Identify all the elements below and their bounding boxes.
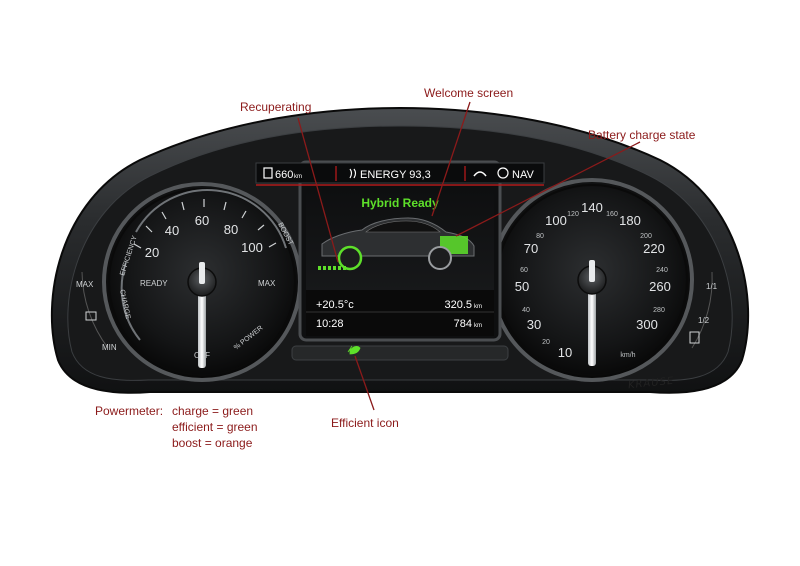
- clock-time: 10:28: [316, 318, 344, 330]
- speed-minor-20: 20: [542, 339, 550, 346]
- fuel-label-half: 1/2: [698, 316, 710, 325]
- speed-minor-120: 120: [567, 211, 579, 218]
- speed-tick-220: 220: [643, 241, 665, 256]
- speed-minor-40: 40: [522, 307, 530, 314]
- left-aux-scale: MAX MIN: [76, 271, 117, 352]
- phone-icon: [473, 171, 487, 177]
- nav-label: NAV: [512, 169, 534, 181]
- rear-wheel: [428, 246, 452, 270]
- range-unit: km: [294, 174, 302, 180]
- powermeter-line-efficient: efficient = green: [172, 420, 258, 434]
- power-gauge: 20 40 60 80 100 READY MAX OFF % POWER BO…: [102, 182, 302, 382]
- fuel-scale: 1/1 1/2: [689, 271, 718, 349]
- callout-recuperating: Recuperating: [240, 100, 312, 114]
- leader-welcome-screen: [431, 101, 471, 217]
- energy-icon: [349, 168, 357, 179]
- power-tick-60: 60: [195, 213, 209, 228]
- power-gauge-ticks: [133, 199, 277, 249]
- efficient-leaf-icon: [347, 345, 361, 355]
- leader-efficient-icon: [354, 355, 375, 411]
- speed-unit: km/h: [620, 352, 635, 359]
- speedometer-needle-stub: [589, 260, 595, 282]
- fuel-range-icon: [263, 167, 273, 179]
- center-display: 660 km ENERGY 93,3 NAV Hybrid Ready +20.…: [255, 160, 545, 361]
- speed-minor-80: 80: [536, 233, 544, 240]
- callout-welcome-screen: Welcome screen: [424, 86, 514, 100]
- front-wheel: [337, 245, 363, 271]
- speed-tick-180: 180: [619, 213, 641, 228]
- speed-minor-280: 280: [653, 307, 665, 314]
- leader-recuperating: [297, 117, 339, 263]
- speed-minor-160: 160: [606, 211, 618, 218]
- speed-minor-240: 240: [656, 267, 668, 274]
- aux-label-min: MIN: [102, 343, 117, 352]
- nav-icon: [497, 167, 509, 179]
- speed-tick-100: 100: [545, 213, 567, 228]
- display-info-panel: [306, 290, 494, 336]
- temperature: +20.5°c: [316, 299, 354, 311]
- energy-value: ENERGY 93,3: [360, 169, 431, 181]
- speedometer: 10 30 50 70 100 140 180 220 260 300 0 20…: [490, 178, 694, 382]
- power-gauge-inner-ring: [108, 188, 296, 376]
- power-label-ready: READY: [140, 279, 168, 288]
- range-value: 660: [275, 169, 293, 181]
- powermeter-line-charge: charge = green: [172, 404, 254, 418]
- odometer-unit: km: [474, 323, 482, 329]
- power-tick-40: 40: [165, 223, 179, 238]
- speed-tick-260: 260: [649, 279, 671, 294]
- power-gauge-needle: [198, 282, 206, 368]
- lower-bezel-strip: [291, 345, 509, 361]
- fuel-pump-icon: [689, 331, 700, 344]
- car-illustration: [318, 217, 475, 271]
- callout-efficient-icon: Efficient icon: [331, 416, 399, 430]
- power-tick-20: 20: [145, 245, 159, 260]
- speed-tick-10: 10: [558, 345, 572, 360]
- aux-label-max: MAX: [76, 280, 94, 289]
- power-gauge-scale-arc: [135, 189, 287, 249]
- power-gauge-charge-arc: [120, 261, 141, 341]
- speed-tick-30: 30: [527, 317, 541, 332]
- battery-outline-icon: [85, 311, 97, 321]
- powermeter-line-boost: boost = orange: [172, 436, 253, 450]
- power-gauge-needle-stub: [199, 262, 205, 284]
- fuel-label-full: 1/1: [706, 282, 718, 291]
- callout-leaders: [297, 101, 641, 411]
- callout-battery-charge-state: Battery charge state: [588, 128, 696, 142]
- speed-tick-70: 70: [524, 241, 538, 256]
- speed-tick-50: 50: [515, 279, 529, 294]
- power-tick-80: 80: [224, 222, 238, 237]
- speed-tick-140: 140: [581, 200, 603, 215]
- trip-value: 320.5: [444, 299, 472, 311]
- hybrid-status: Hybrid Ready: [361, 196, 439, 210]
- power-tick-100: 100: [241, 240, 263, 255]
- speed-minor-200: 200: [640, 233, 652, 240]
- recuperation-bars: [318, 266, 346, 270]
- speed-minor-60: 60: [520, 267, 528, 274]
- leader-battery-charge: [455, 141, 641, 237]
- display-top-bar: [255, 162, 545, 184]
- powermeter-title: Powermeter:: [95, 404, 164, 418]
- speed-tick-300: 300: [636, 317, 658, 332]
- speedometer-needle: [588, 280, 596, 366]
- trip-unit: km: [474, 304, 482, 310]
- odometer-value: 784: [454, 318, 472, 330]
- car-windows: [365, 220, 441, 233]
- power-label-max-right: MAX: [258, 279, 276, 288]
